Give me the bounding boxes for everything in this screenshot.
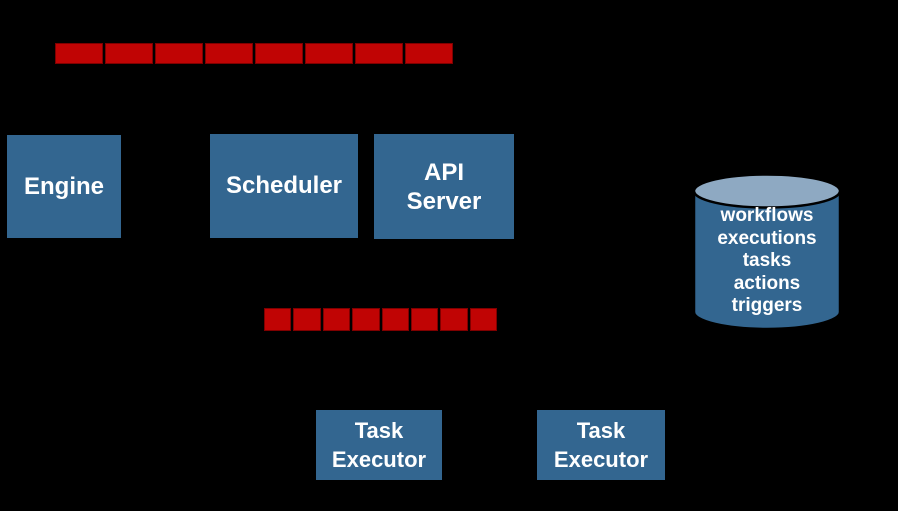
task-executor-2-label-line2: Executor — [553, 447, 649, 472]
queue-segment — [410, 308, 439, 331]
queue-segment — [440, 308, 468, 331]
task-executor-2-label-line1: Task — [576, 418, 626, 443]
task-executor-1-label-line2: Executor — [331, 447, 427, 472]
queue-segment — [255, 43, 303, 64]
queue-segment — [352, 308, 380, 331]
queue-segment — [469, 308, 497, 331]
scheduler-label: Scheduler — [225, 172, 343, 199]
database-item: workflows — [720, 205, 814, 226]
queue-segment — [264, 308, 292, 331]
engine-node: Engine — [7, 135, 121, 238]
api-server-node: API Server — [374, 134, 514, 239]
queue-segment — [55, 43, 103, 64]
engine-label: Engine — [23, 172, 104, 200]
database-items: workflows executions tasks actions trigg… — [692, 205, 842, 318]
scheduler-node: Scheduler — [210, 134, 358, 238]
queue-segment — [381, 308, 409, 331]
task-executor-node-1: Task Executor — [316, 410, 442, 480]
queue-segment — [205, 43, 253, 64]
top-message-queue — [55, 43, 453, 64]
database-item: actions — [733, 272, 801, 294]
api-server-label-line1: API — [423, 158, 464, 186]
bottom-message-queue — [264, 308, 497, 331]
queue-segment — [322, 308, 351, 331]
task-executor-node-2: Task Executor — [537, 410, 665, 480]
api-server-label-line2: Server — [406, 187, 482, 215]
queue-segment — [105, 43, 153, 64]
queue-segment — [355, 43, 403, 64]
database-item: tasks — [742, 250, 792, 271]
queue-segment — [155, 43, 203, 64]
task-executor-1-label-line1: Task — [354, 418, 404, 443]
queue-segment — [305, 43, 353, 64]
database-item: executions — [717, 227, 817, 249]
queue-segment — [293, 308, 321, 331]
queue-segment — [405, 43, 453, 64]
database-cylinder: workflows executions tasks actions trigg… — [692, 172, 842, 332]
database-cylinder-icon — [692, 172, 842, 331]
database-item: triggers — [731, 295, 803, 316]
